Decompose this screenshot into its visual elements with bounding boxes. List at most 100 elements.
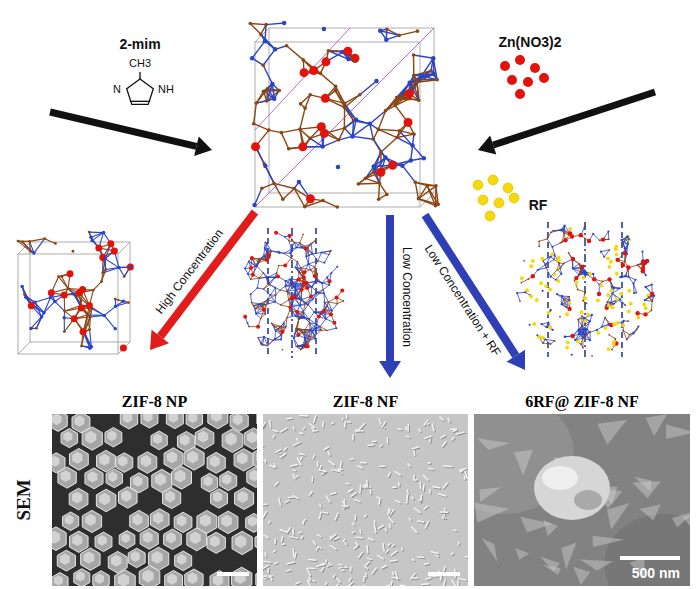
bond — [270, 288, 275, 295]
bond — [93, 281, 101, 290]
bond — [252, 41, 265, 58]
atom — [302, 233, 304, 235]
atom — [262, 303, 264, 305]
atom — [280, 304, 282, 306]
zinc-atom — [298, 142, 307, 151]
atom — [319, 72, 323, 76]
bond — [259, 256, 263, 262]
atom — [300, 329, 302, 331]
atom — [280, 131, 284, 135]
atom — [357, 182, 361, 186]
atom — [425, 184, 429, 188]
imidazole-structure — [127, 72, 154, 104]
atom — [321, 329, 323, 331]
atom — [54, 242, 57, 245]
bond — [248, 274, 251, 280]
atom — [91, 307, 94, 310]
atom — [244, 268, 246, 270]
atom — [343, 106, 347, 110]
bond — [59, 277, 69, 289]
zinc-atom — [376, 168, 385, 177]
double-bond — [130, 101, 150, 102]
bond — [284, 253, 290, 254]
bond — [291, 285, 295, 287]
zinc-atom — [267, 253, 271, 257]
bond — [294, 338, 299, 346]
bond — [345, 103, 357, 120]
atom — [320, 312, 322, 314]
bond — [311, 241, 315, 244]
atom — [257, 337, 259, 339]
zinc-atom — [283, 263, 287, 267]
atom — [319, 326, 321, 328]
zinc-atom — [295, 310, 299, 314]
atom — [335, 327, 337, 329]
bond — [575, 280, 578, 289]
atom — [315, 327, 317, 329]
bond — [257, 259, 259, 266]
bond — [320, 326, 321, 330]
atom — [301, 298, 303, 300]
zinc-atom — [335, 296, 339, 300]
bond — [345, 108, 357, 120]
bond — [303, 312, 304, 317]
cell-edge — [18, 242, 30, 254]
atom — [330, 250, 332, 252]
bond — [310, 323, 313, 331]
cell-diagonal — [255, 28, 434, 207]
bond — [294, 286, 295, 294]
zinc-ion — [500, 61, 510, 71]
bond — [318, 253, 322, 261]
bond — [277, 266, 279, 273]
atom — [308, 255, 310, 257]
bond — [322, 251, 331, 253]
bond — [551, 231, 553, 233]
atom — [316, 323, 318, 325]
bond — [102, 269, 106, 281]
bond — [308, 243, 313, 248]
bond — [261, 34, 275, 49]
atom — [298, 319, 300, 321]
atom — [273, 47, 278, 52]
atom — [86, 314, 89, 317]
zinc-atom — [317, 122, 326, 131]
bond — [324, 255, 329, 263]
atom — [364, 176, 368, 180]
atom — [122, 300, 126, 304]
atom — [299, 102, 303, 106]
atom — [273, 325, 275, 327]
bond — [261, 314, 266, 319]
bond — [263, 65, 272, 84]
bond — [300, 299, 302, 300]
bond — [254, 306, 256, 314]
atom — [297, 328, 299, 330]
atom — [127, 301, 130, 304]
bond — [303, 303, 305, 311]
atom — [60, 275, 63, 278]
atom — [89, 236, 93, 240]
bond — [287, 46, 304, 60]
atom — [431, 56, 436, 61]
bond — [301, 329, 305, 330]
bond — [35, 302, 44, 312]
bond — [247, 323, 249, 327]
atom — [63, 330, 66, 333]
bond — [271, 250, 278, 252]
bond — [23, 242, 34, 253]
atom — [263, 255, 265, 257]
bond — [548, 323, 552, 330]
bond — [329, 251, 331, 255]
atom — [281, 197, 285, 201]
bond — [258, 338, 261, 344]
atom — [294, 242, 296, 244]
atom — [324, 301, 326, 303]
atom — [263, 288, 265, 290]
rf-zif8-nf-structure — [516, 225, 655, 357]
bond — [306, 254, 312, 257]
atom — [434, 184, 438, 188]
bond — [634, 284, 637, 293]
atom — [316, 291, 318, 293]
bond — [90, 329, 92, 346]
riboflavin-dot — [509, 193, 519, 203]
zinc-atom — [80, 328, 87, 335]
